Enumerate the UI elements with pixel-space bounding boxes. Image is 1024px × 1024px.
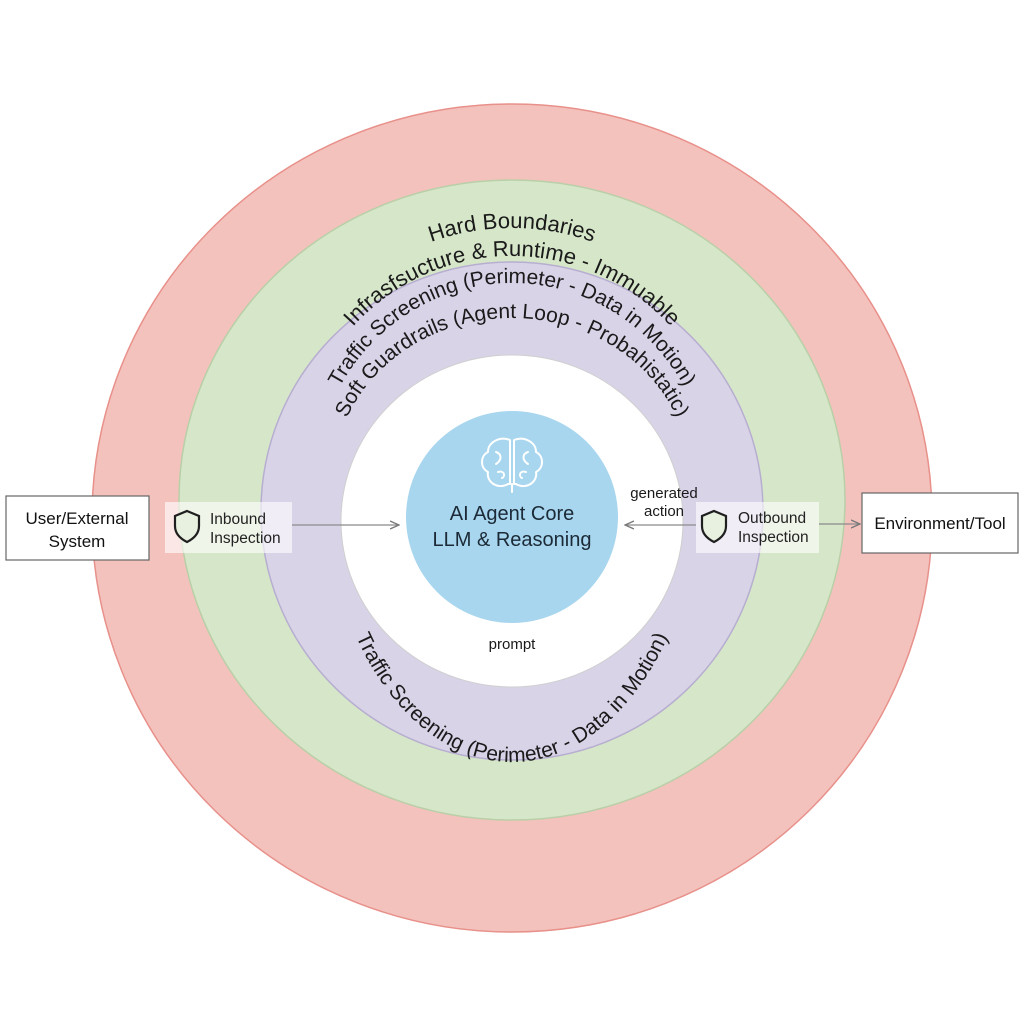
- core-subtitle: LLM & Reasoning: [433, 529, 592, 551]
- core-title: AI Agent Core: [450, 503, 575, 525]
- prompt-label: prompt: [489, 636, 537, 653]
- environment-tool-box: [861, 492, 1019, 554]
- environment-tool-label: Environment/Tool: [874, 514, 1005, 533]
- brain-icon: [481, 437, 543, 493]
- agent-core: [406, 411, 618, 623]
- shield-icon: [700, 509, 728, 544]
- inbound-inspection-line1: Inbound: [210, 511, 266, 528]
- inbound-inspection-line2: Inspection: [210, 530, 281, 547]
- shield-icon: [173, 509, 201, 544]
- user-external-system-box: [5, 495, 150, 561]
- user-external-system-line1: User/External: [26, 509, 129, 528]
- user-external-system-line2: System: [49, 532, 106, 551]
- generated-action-label-2: action: [644, 503, 684, 520]
- outbound-inspection-line2: Inspection: [738, 529, 809, 546]
- outbound-inspection-line1: Outbound: [738, 510, 806, 527]
- generated-action-label-1: generated: [630, 485, 698, 502]
